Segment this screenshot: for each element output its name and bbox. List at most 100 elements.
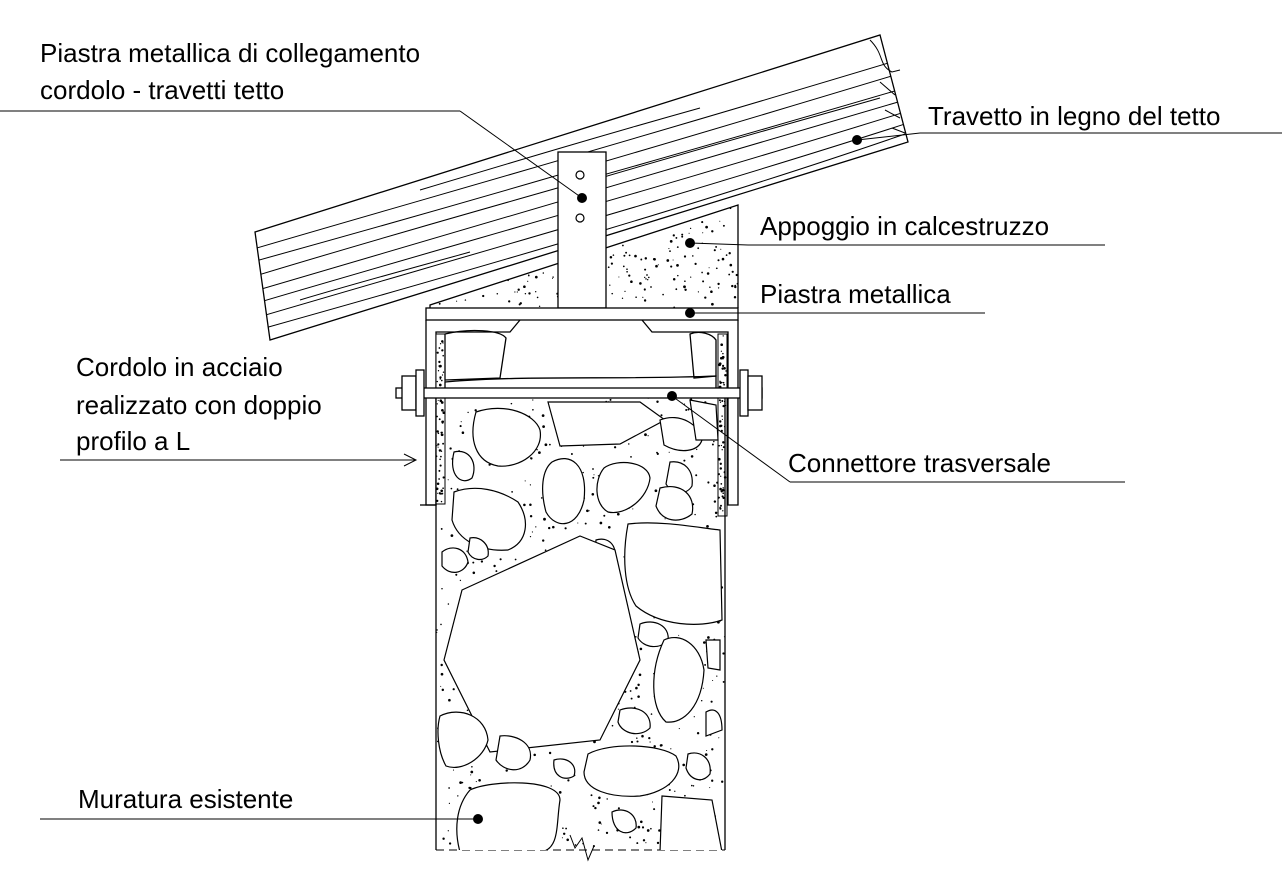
concrete-speck	[720, 343, 724, 347]
concrete-speck	[598, 796, 601, 800]
concrete-speck	[442, 476, 445, 479]
concrete-speck	[510, 402, 513, 405]
concrete-speck	[561, 837, 563, 839]
concrete-speck	[529, 484, 532, 486]
concrete-speck	[729, 263, 733, 267]
concrete-speck	[439, 464, 442, 467]
concrete-speck	[529, 503, 532, 506]
concrete-speck	[694, 262, 697, 266]
concrete-speck	[498, 220, 500, 222]
concrete-speck	[457, 223, 459, 225]
concrete-speck	[545, 227, 548, 229]
label-transverse-connector: Connettore trasversale	[788, 448, 1051, 478]
concrete-speck	[669, 240, 673, 243]
concrete-speck	[656, 841, 660, 845]
concrete-speck	[529, 535, 532, 538]
concrete-speck	[668, 248, 670, 250]
concrete-speck	[706, 749, 708, 752]
concrete-speck	[626, 270, 628, 273]
concrete-speck	[586, 509, 589, 513]
concrete-speck	[668, 789, 671, 791]
concrete-speck	[644, 433, 647, 437]
concrete-speck	[733, 295, 737, 299]
concrete-speck	[611, 724, 614, 727]
concrete-speck	[723, 383, 725, 386]
concrete-speck	[647, 276, 650, 279]
concrete-speck	[629, 836, 632, 839]
concrete-speck	[549, 443, 551, 446]
concrete-speck	[591, 493, 595, 496]
concrete-speck	[456, 488, 459, 491]
concrete-speck	[438, 383, 442, 387]
concrete-speck	[550, 785, 552, 787]
concrete-speck	[660, 744, 663, 747]
concrete-speck	[659, 210, 662, 213]
profile-hatch-right	[717, 333, 728, 517]
concrete-speck	[497, 206, 501, 210]
concrete-speck	[544, 443, 548, 447]
concrete-speck	[436, 629, 438, 631]
concrete-speck	[509, 209, 512, 211]
left-washer	[415, 369, 425, 417]
concrete-speck	[725, 254, 728, 256]
concrete-speck	[721, 355, 725, 359]
transverse-connector	[395, 369, 763, 417]
concrete-speck	[674, 790, 676, 792]
concrete-speck	[461, 781, 464, 784]
concrete-speck	[725, 370, 727, 372]
label-plate-connection-line1: Piastra metallica di collegamento	[40, 38, 420, 68]
concrete-speck	[440, 685, 442, 687]
concrete-speck	[711, 443, 714, 446]
concrete-speck	[442, 442, 445, 445]
concrete-speck	[511, 491, 513, 493]
concrete-speck	[706, 272, 710, 275]
concrete-speck	[650, 286, 652, 288]
concrete-speck	[470, 273, 474, 276]
concrete-speck	[717, 457, 721, 461]
concrete-speck	[461, 431, 465, 434]
concrete-speck	[597, 829, 600, 831]
concrete-speck	[480, 220, 482, 222]
concrete-speck	[646, 274, 648, 276]
concrete-speck	[532, 408, 534, 411]
label-steel-curb-line2: realizzato con doppio	[76, 390, 322, 420]
concrete-speck	[592, 468, 594, 470]
concrete-speck	[499, 215, 503, 218]
concrete-speck	[633, 234, 636, 237]
concrete-speck	[438, 469, 441, 472]
label-steel-curb-line3: profilo a L	[76, 426, 190, 456]
concrete-speck	[684, 280, 686, 283]
concrete-speck	[717, 282, 720, 286]
concrete-speck	[513, 234, 516, 237]
concrete-speck	[505, 769, 508, 772]
concrete-speck	[465, 219, 469, 223]
concrete-speck	[442, 420, 445, 422]
concrete-speck	[653, 808, 656, 811]
concrete-speck	[609, 398, 612, 401]
concrete-speck	[664, 518, 666, 520]
concrete-speck	[721, 418, 723, 420]
concrete-speck	[655, 264, 658, 268]
concrete-speck	[464, 299, 467, 301]
concrete-speck	[496, 292, 499, 295]
concrete-speck	[653, 258, 656, 261]
concrete-speck	[617, 807, 620, 810]
concrete-speck	[566, 838, 569, 842]
concrete-speck	[507, 279, 509, 282]
concrete-speck	[466, 205, 468, 208]
concrete-speck	[447, 479, 449, 481]
concrete-speck	[440, 500, 443, 503]
concrete-speck	[684, 794, 686, 797]
concrete-speck	[651, 801, 654, 803]
concrete-speck	[436, 482, 440, 486]
label-existing-masonry: Muratura esistente	[78, 784, 293, 814]
concrete-speck	[704, 663, 707, 666]
concrete-speck	[734, 285, 737, 289]
concrete-speck	[450, 534, 454, 537]
concrete-speck	[722, 510, 724, 512]
concrete-speck	[722, 496, 725, 500]
concrete-speck	[552, 525, 555, 529]
concrete-speck	[660, 414, 663, 417]
concrete-speck	[648, 736, 651, 740]
concrete-speck	[542, 425, 545, 428]
